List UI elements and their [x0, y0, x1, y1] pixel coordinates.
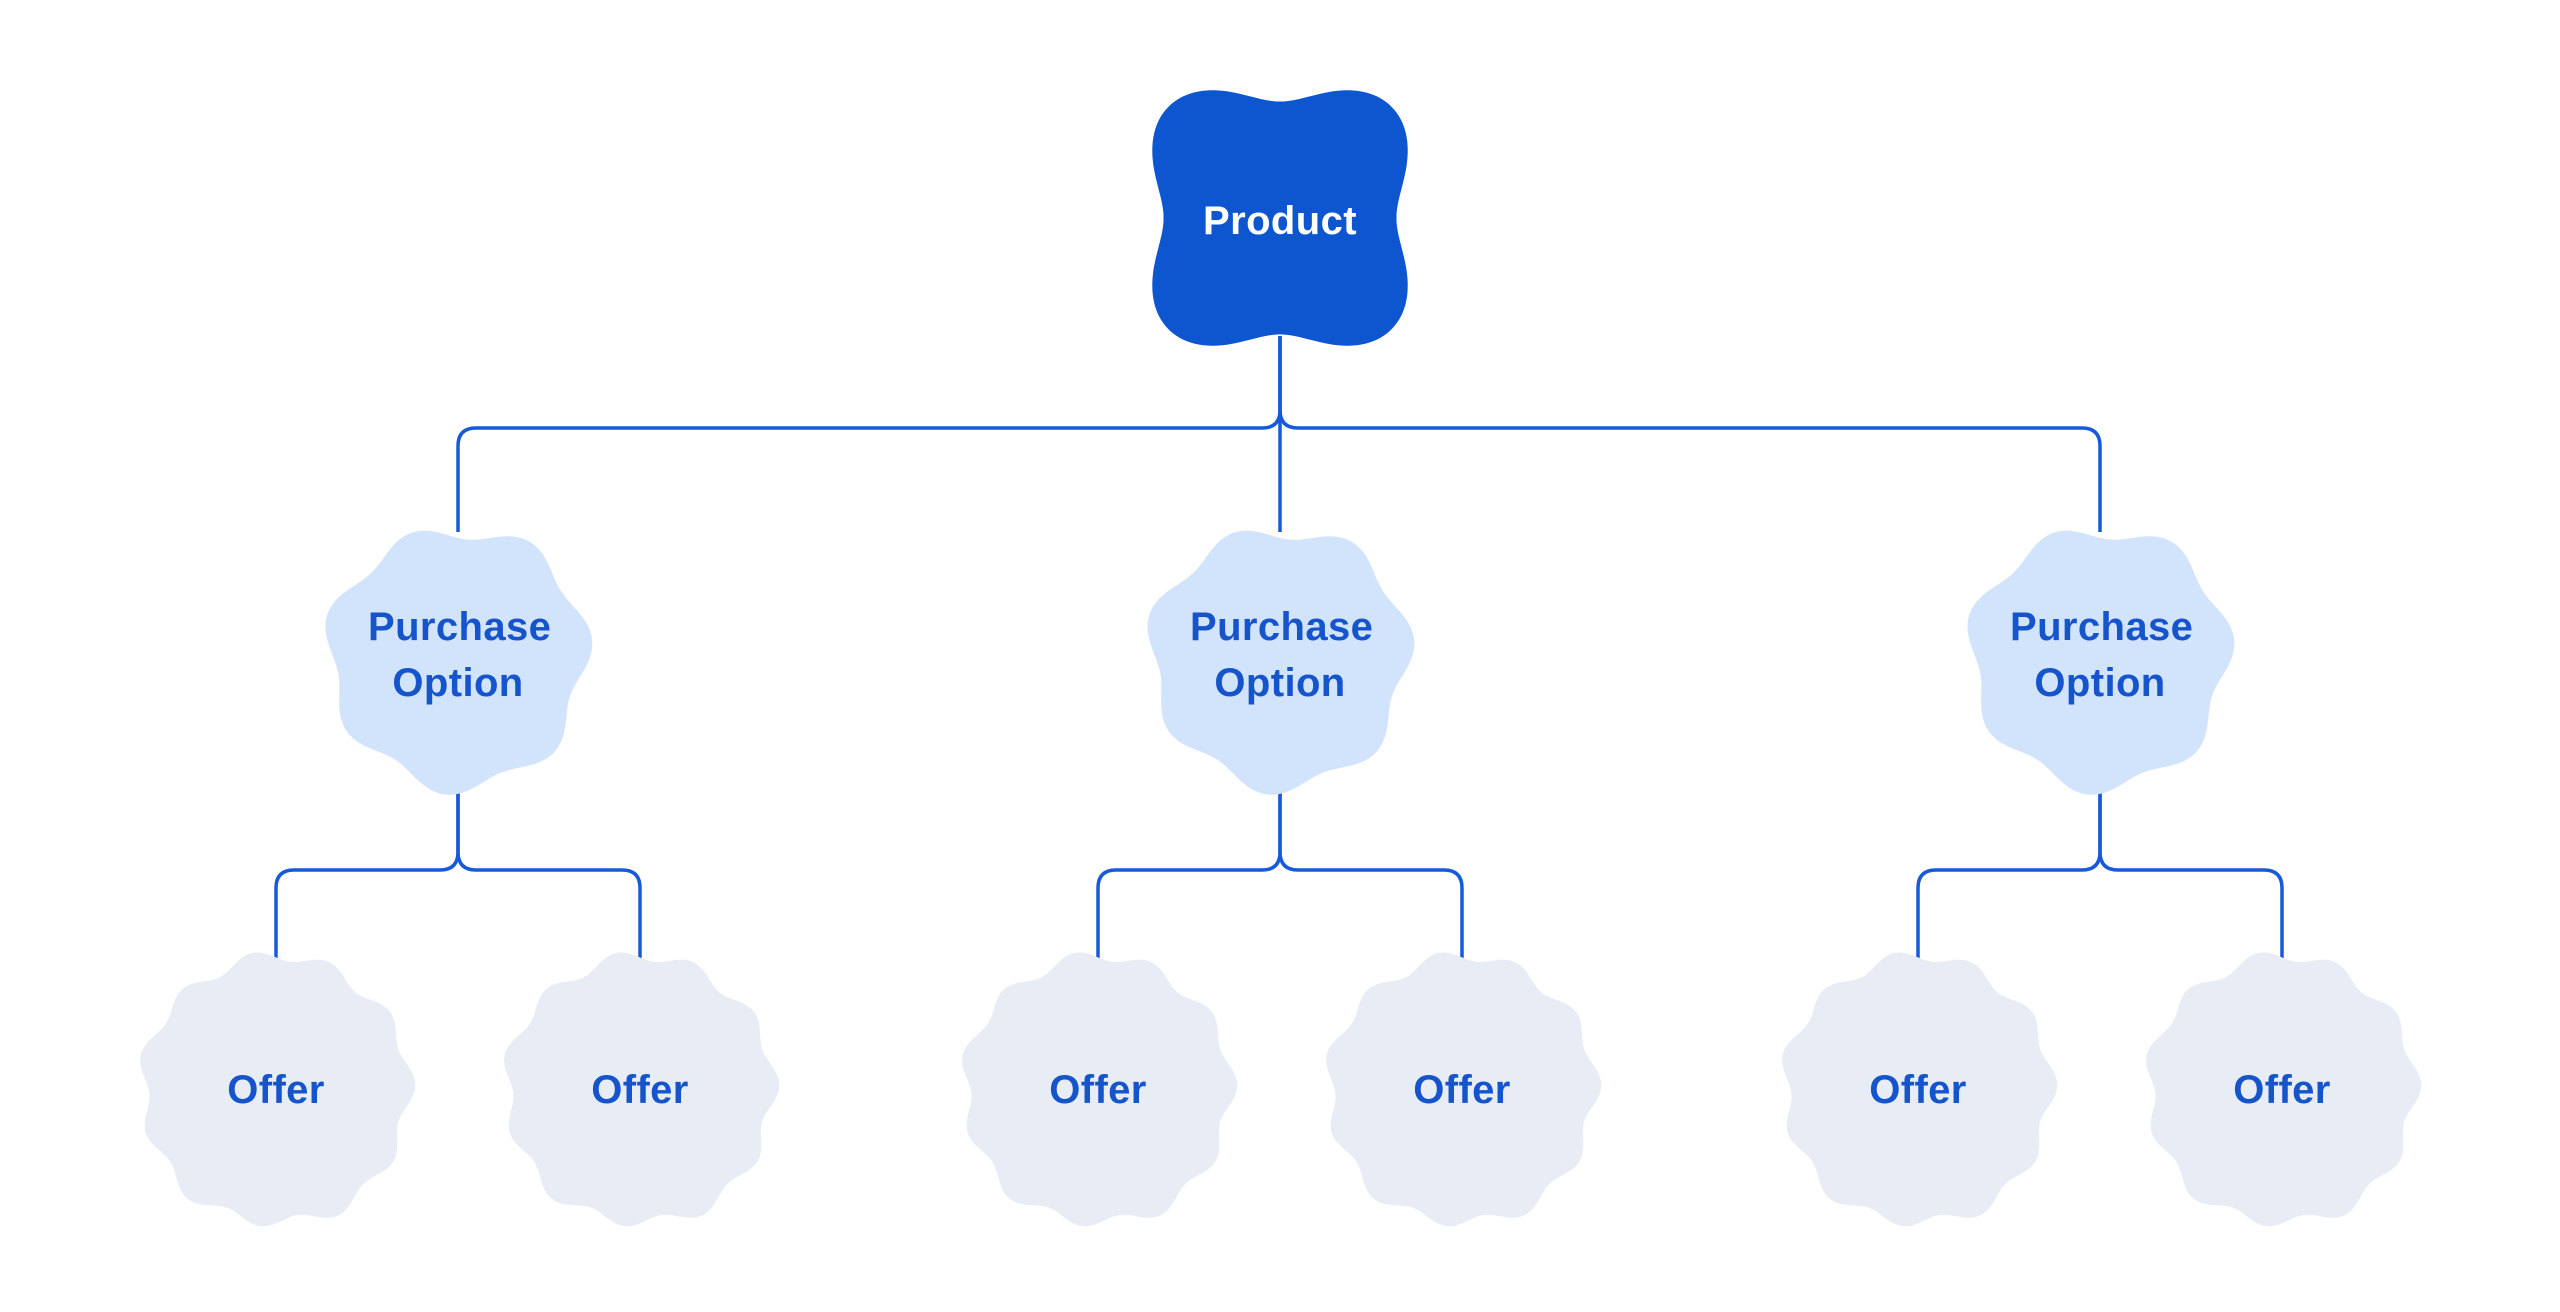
offer-1-label: Offer [227, 1068, 325, 1112]
product-node-label: Product [1203, 199, 1357, 243]
node-shapes [140, 90, 2422, 1227]
connector-po2-to-offer2 [1278, 782, 1464, 962]
connector-po2-to-offer1 [1096, 782, 1282, 962]
offer-2-shape [504, 952, 780, 1227]
offer-1-shape [140, 952, 416, 1227]
offer-6-shape [2146, 952, 2422, 1227]
purchase-option-2-shape [1147, 530, 1415, 795]
connector-po1-to-offer2 [456, 782, 642, 962]
offer-2-label: Offer [591, 1068, 689, 1112]
purchase-option-3-shape [1967, 530, 2235, 795]
offer-5-shape [1782, 952, 2058, 1227]
connector-root-to-po3 [1278, 336, 2102, 532]
connector-po3-to-offer1 [1916, 782, 2102, 962]
purchase-option-1-shape [325, 530, 593, 795]
purchase-option-2-label: Purchase Option [1190, 605, 1374, 705]
offer-5-label: Offer [1869, 1068, 1967, 1112]
product-node-shape [1152, 90, 1408, 346]
connector-po3-to-offer2 [2098, 782, 2284, 962]
purchase-option-1-label: Purchase Option [368, 605, 552, 705]
connector-po1-to-offer1 [274, 782, 460, 962]
offer-4-label: Offer [1413, 1068, 1511, 1112]
offer-3-shape [962, 952, 1238, 1227]
offer-3-label: Offer [1049, 1068, 1147, 1112]
offer-4-shape [1326, 952, 1602, 1227]
connector-lines [274, 336, 2284, 962]
connector-root-to-po1 [456, 336, 1282, 532]
purchase-option-3-label: Purchase Option [2010, 605, 2194, 705]
offer-6-label: Offer [2233, 1068, 2331, 1112]
